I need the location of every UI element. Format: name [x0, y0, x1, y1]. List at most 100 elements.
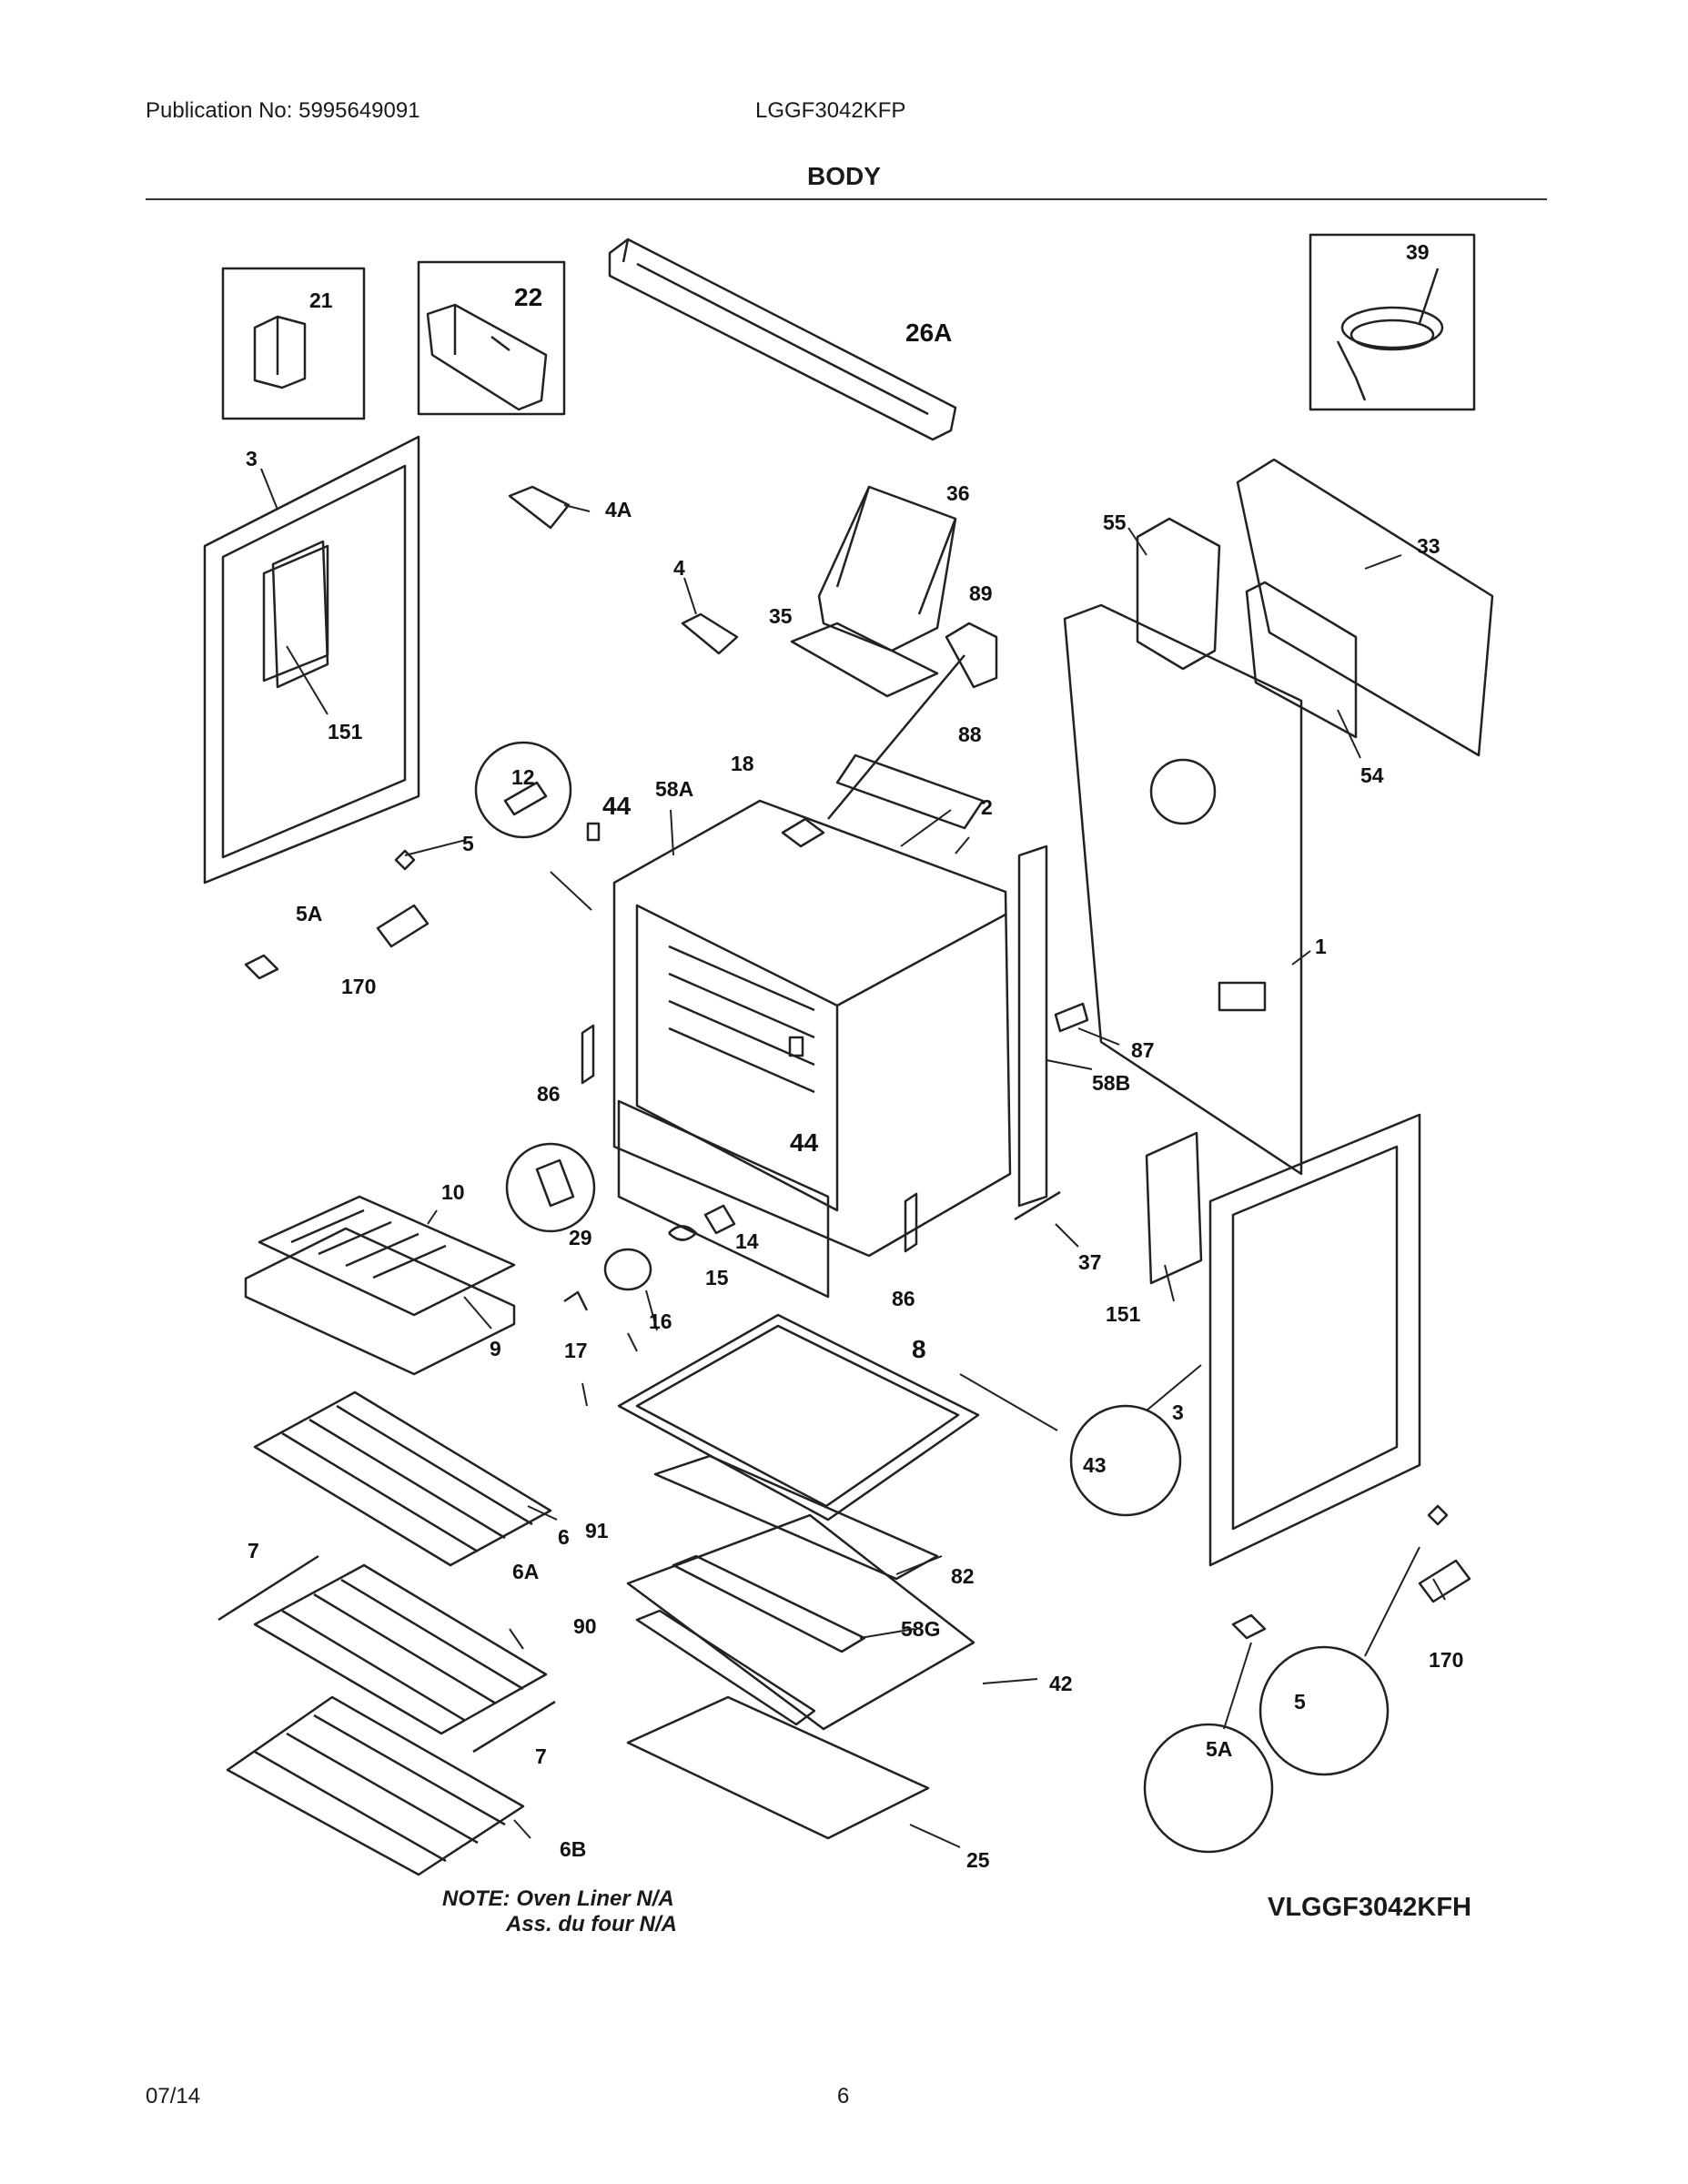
- bolt-44-upper: [586, 822, 601, 842]
- oven-liner-note-french: Ass. du four N/A: [506, 1912, 678, 1936]
- callout-12: 12: [511, 765, 535, 789]
- left-side-panel: [203, 435, 420, 885]
- callout-15: 15: [705, 1266, 729, 1289]
- callout-87: 87: [1131, 1038, 1155, 1062]
- callout-4: 4: [673, 556, 685, 580]
- bulb-15: [668, 1225, 698, 1241]
- vent-duct-36: [817, 485, 957, 652]
- rear-panel-55: [1136, 517, 1221, 671]
- burner-box-42: [626, 1513, 975, 1731]
- callout-39: 39: [1406, 240, 1430, 264]
- oven-body-58A: [612, 799, 1012, 1258]
- leader-lines: [260, 468, 1446, 1848]
- oven-rack-6: [253, 1390, 552, 1567]
- burner-90: [635, 1609, 816, 1726]
- bracket-86-left: [581, 1024, 595, 1085]
- bracket-151-right: [1145, 1131, 1203, 1285]
- broiler-pan-9: [244, 1227, 516, 1376]
- model-number: LGGF3042KFP: [755, 98, 906, 123]
- callout-151-left: 151: [328, 720, 363, 743]
- lamp-housing-14: [703, 1204, 736, 1235]
- rear-panel-54: [1245, 581, 1358, 739]
- callout-21: 21: [309, 288, 333, 312]
- callout-3-right: 3: [1172, 1400, 1184, 1424]
- inset-part-22: [417, 260, 566, 416]
- oven-front-frame-lower: [617, 1099, 830, 1299]
- lens-16: [603, 1248, 652, 1291]
- inset-part-21: [221, 267, 366, 420]
- callout-8: 8: [912, 1335, 926, 1363]
- footer-date: 07/14: [146, 2084, 201, 2108]
- callout-5-right: 5: [1294, 1690, 1306, 1714]
- callout-37: 37: [1078, 1250, 1102, 1274]
- oven-rack-6B: [226, 1695, 525, 1876]
- callout-44-upper: 44: [602, 792, 632, 820]
- callout-58B: 58B: [1092, 1071, 1130, 1095]
- oven-rack-6A: [253, 1563, 548, 1735]
- wire-37: [1014, 1190, 1061, 1221]
- rack-guide-7-upper: [217, 1554, 319, 1622]
- section-title: BODY: [807, 162, 881, 190]
- callout-4A: 4A: [605, 498, 632, 521]
- callout-2: 2: [981, 795, 993, 819]
- clip-17: [563, 1290, 589, 1311]
- callout-86-left: 86: [537, 1082, 561, 1106]
- callout-58G: 58G: [901, 1617, 940, 1641]
- callout-18: 18: [731, 752, 754, 775]
- bottom-shield-82: [653, 1454, 939, 1581]
- oven-liner-note: NOTE: Oven Liner N/A: [442, 1886, 674, 1911]
- insulation-58B: [1017, 844, 1048, 1208]
- bottom-cover-25: [626, 1695, 930, 1840]
- leveler-5-right: [1427, 1504, 1449, 1526]
- bolt-44-lower: [788, 1036, 804, 1057]
- callout-90: 90: [573, 1614, 597, 1638]
- callout-44-lower: 44: [790, 1128, 819, 1157]
- callout-5A-right: 5A: [1206, 1737, 1232, 1761]
- vent-plate-35: [790, 622, 939, 698]
- header-rule: [146, 198, 1547, 200]
- rear-panel-1: [1063, 603, 1303, 1176]
- insulation-wrap-2: [835, 753, 985, 830]
- callout-86-right: 86: [892, 1287, 915, 1310]
- rear-panel-33: [1236, 458, 1494, 757]
- callout-91: 91: [585, 1519, 609, 1542]
- bracket-170-left: [376, 904, 430, 948]
- broiler-grid-10: [258, 1195, 516, 1317]
- right-side-panel: [1208, 1113, 1421, 1567]
- callout-29: 29: [569, 1226, 592, 1249]
- callout-58A: 58A: [655, 777, 693, 801]
- callout-22: 22: [514, 283, 542, 311]
- callout-54: 54: [1360, 763, 1384, 787]
- callout-1: 1: [1315, 935, 1327, 958]
- top-brace-26A: [608, 238, 957, 441]
- callout-5-left: 5: [462, 832, 474, 855]
- callout-5A-left: 5A: [296, 902, 322, 925]
- lamp-socket-12: [503, 781, 548, 816]
- callout-89: 89: [969, 581, 993, 605]
- detail-circle-12: [474, 741, 572, 839]
- callout-6A: 6A: [512, 1560, 539, 1583]
- callout-151-right: 151: [1106, 1302, 1141, 1326]
- callout-14: 14: [735, 1229, 759, 1253]
- bracket-18: [781, 817, 825, 848]
- callout-17: 17: [564, 1339, 588, 1362]
- detail-circle-5A: [1143, 1723, 1274, 1854]
- callout-82: 82: [951, 1564, 975, 1588]
- detail-circle-29: [505, 1142, 596, 1233]
- callout-55: 55: [1103, 511, 1127, 534]
- callout-10: 10: [441, 1180, 465, 1204]
- bracket-170-right: [1418, 1559, 1471, 1603]
- callout-33: 33: [1417, 534, 1440, 558]
- leveler-5-left: [394, 849, 416, 871]
- callout-7-upper: 7: [248, 1539, 259, 1562]
- detail-circle-5: [1258, 1645, 1390, 1776]
- callout-9: 9: [490, 1337, 501, 1360]
- callout-26A: 26A: [905, 318, 952, 347]
- callout-170-right: 170: [1429, 1648, 1463, 1672]
- bracket-151-left: [271, 540, 329, 689]
- callout-6: 6: [558, 1525, 570, 1549]
- callout-170-left: 170: [341, 975, 376, 998]
- callout-16: 16: [649, 1309, 672, 1333]
- page-number: 6: [837, 2084, 850, 2108]
